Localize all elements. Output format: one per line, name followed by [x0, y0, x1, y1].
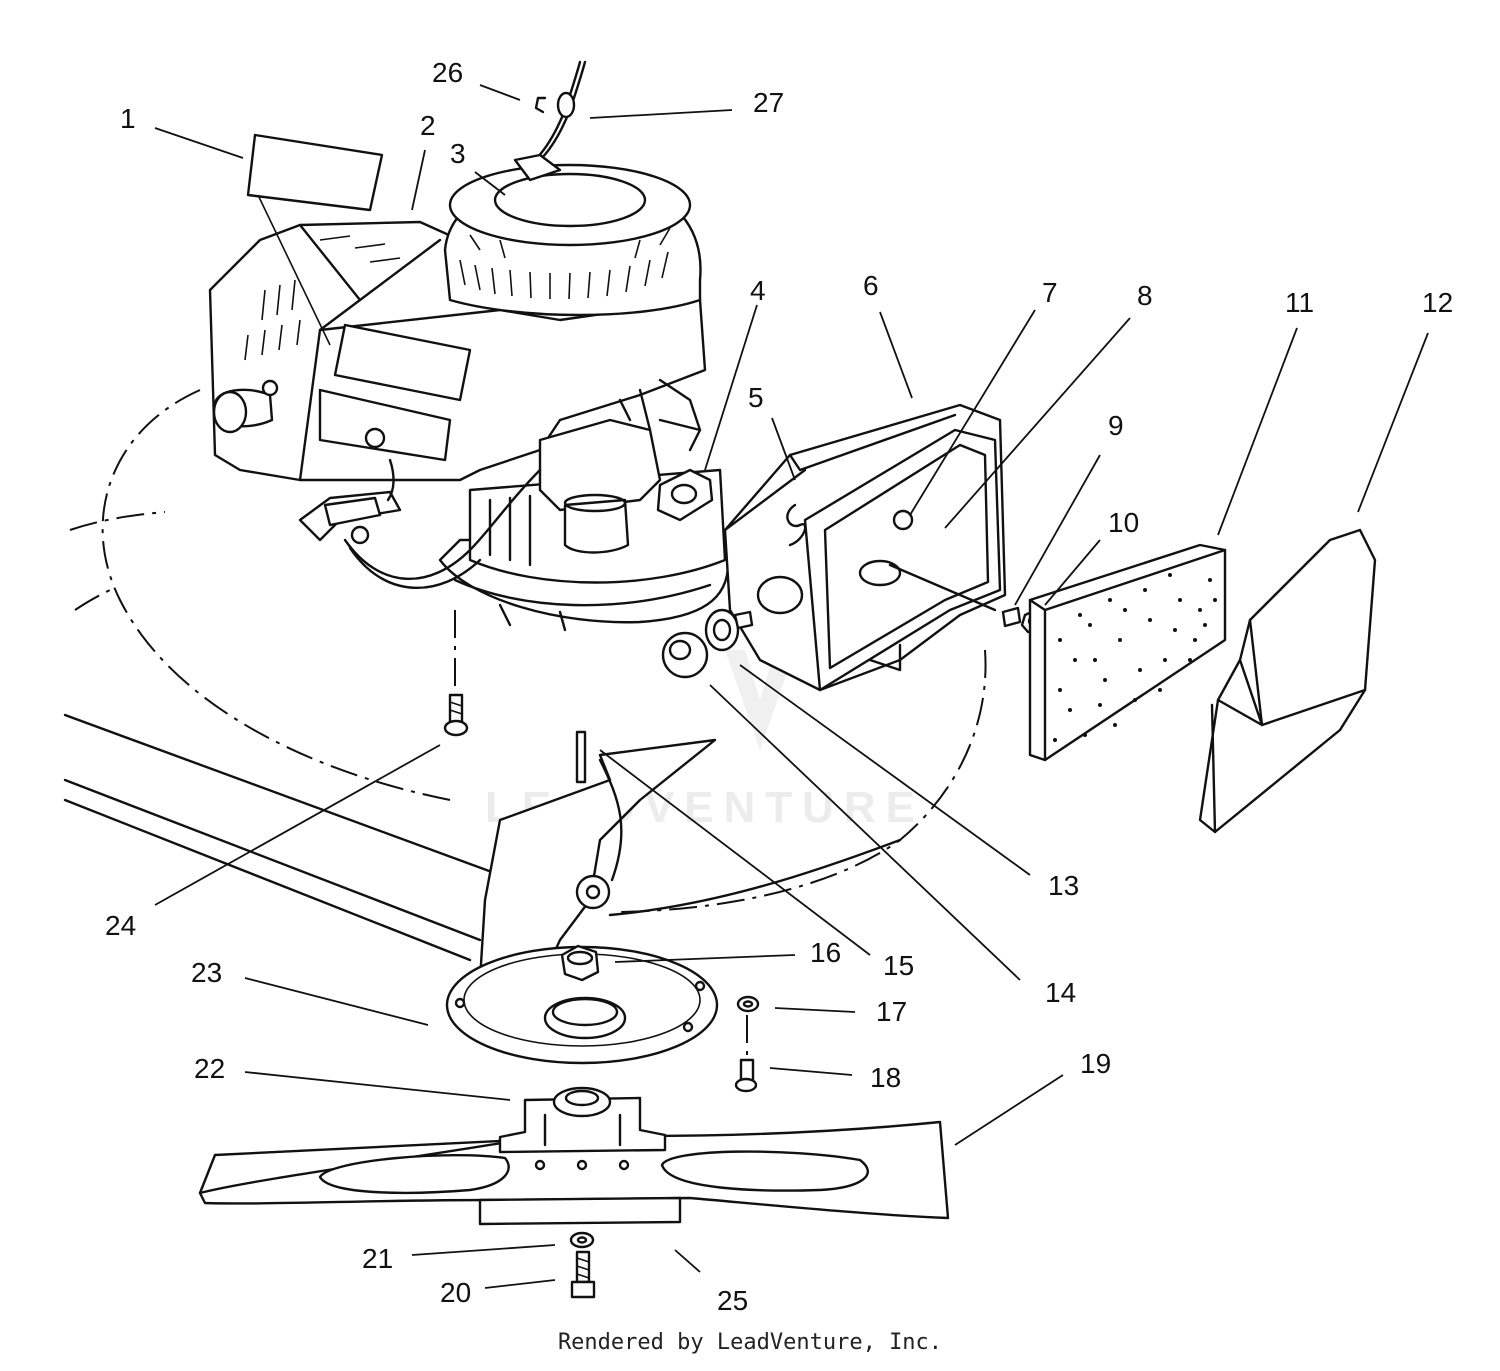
callout-18: 18: [870, 1062, 901, 1093]
callout-9: 9: [1108, 410, 1124, 441]
foam-filter: [1028, 543, 1227, 762]
washer-21: [569, 1231, 595, 1249]
callout-26: 26: [432, 57, 463, 88]
callout-8: 8: [1137, 280, 1153, 311]
callout-21: 21: [362, 1243, 393, 1274]
callout-24: 24: [105, 910, 136, 941]
engine: [208, 163, 730, 632]
mower-blade: [198, 1120, 950, 1226]
callout-6: 6: [863, 270, 879, 301]
callout-23: 23: [191, 957, 222, 988]
callout-13: 13: [1048, 870, 1079, 901]
deck-outline: [69, 389, 987, 913]
callout-19: 19: [1080, 1048, 1111, 1079]
leader-lines: [154, 84, 1429, 1289]
render-credit: Rendered by LeadVenture, Inc.: [557, 1330, 943, 1355]
air-cleaner-base: [723, 403, 1007, 692]
callout-17: 17: [876, 996, 907, 1027]
nut-16: [560, 944, 600, 982]
callout-12: 12: [1422, 287, 1453, 318]
bolt-18: [734, 1058, 758, 1093]
callout-7: 7: [1042, 277, 1058, 308]
callout-15: 15: [883, 950, 914, 981]
callout-25: 25: [717, 1285, 748, 1316]
callout-4: 4: [750, 275, 766, 306]
breather-13: [704, 608, 754, 652]
breather-14: [661, 631, 709, 679]
callout-20: 20: [440, 1277, 471, 1308]
throttle-cable: [513, 60, 587, 182]
callout-labels: 1 2 3 4 5 6 7 8 9 10 11 12 13 14 15 16 1…: [105, 57, 1453, 1316]
blade-hub: [498, 1086, 667, 1154]
washer-17: [736, 995, 760, 1013]
callout-3: 3: [450, 138, 466, 169]
pin-15: [575, 730, 587, 784]
deck-frame: [63, 713, 902, 1012]
callout-5: 5: [748, 382, 764, 413]
screw-24: [443, 693, 469, 737]
callout-2: 2: [420, 110, 436, 141]
air-cleaner-cover: [1198, 528, 1377, 834]
callout-27: 27: [753, 87, 784, 118]
spacer-9: [1001, 606, 1022, 628]
callout-16: 16: [810, 937, 841, 968]
decal-1: [246, 133, 384, 346]
callout-14: 14: [1045, 977, 1076, 1008]
callout-10: 10: [1108, 507, 1139, 538]
callout-11: 11: [1285, 287, 1314, 318]
callout-1: 1: [120, 103, 136, 134]
clip-26: [534, 96, 547, 114]
callout-22: 22: [194, 1053, 225, 1084]
bolt-20: [570, 1250, 596, 1299]
